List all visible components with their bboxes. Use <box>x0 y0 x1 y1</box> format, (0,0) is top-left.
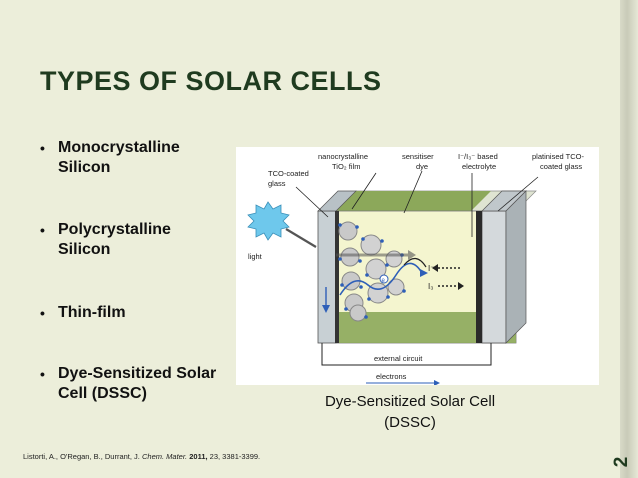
bullet-item: • Thin-film <box>40 303 248 323</box>
light-label: light <box>248 252 263 261</box>
dssc-diagram-svg: e I⁻ I₃ light TCO-coated glass <box>247 152 584 385</box>
bullet-item: • Monocrystalline Silicon <box>40 138 248 178</box>
slide-title: TYPES OF SOLAR CELLS <box>40 66 382 96</box>
electron-symbol: e <box>382 278 386 284</box>
bullet-item: • Dye-Sensitized Solar Cell (DSSC) <box>40 364 248 404</box>
electrolyte-label-2: electrolyte <box>462 162 496 171</box>
sun-icon <box>247 201 317 248</box>
bullet-line: Cell (DSSC) <box>58 385 147 402</box>
slide-side-bar <box>620 0 638 478</box>
bullet-line: Monocrystalline <box>58 139 180 156</box>
tio2-film-label: TiO₂ film <box>332 162 360 171</box>
diagram-caption: Dye-Sensitized Solar Cell (DSSC) <box>300 391 520 433</box>
electrons-label: electrons <box>376 372 407 381</box>
bullet-dot: • <box>40 140 45 156</box>
citation-journal: Chem. Mater. <box>141 452 188 461</box>
electrolyte-label: I⁻/I₃⁻ based <box>458 152 498 161</box>
bullet-line: Thin-film <box>58 304 126 321</box>
platinised-label-2: coated glass <box>540 162 582 171</box>
citation: Listorti, A., O'Regan, B., Durrant, J. C… <box>23 452 260 461</box>
caption-line: Dye-Sensitized Solar Cell <box>324 393 496 410</box>
bullet-line: Silicon <box>58 159 111 176</box>
tco-glass-label: TCO-coated <box>268 169 309 178</box>
sensitiser-label: sensitiser <box>402 152 434 161</box>
tio2-particles <box>338 221 405 322</box>
iodide-label: I⁻ <box>428 264 434 273</box>
bullet-dot: • <box>40 366 45 382</box>
bullet-item: • Polycrystalline Silicon <box>40 220 248 260</box>
bullet-line: Silicon <box>58 241 111 258</box>
bullet-line: Polycrystalline <box>58 221 171 238</box>
bullet-dot: • <box>40 222 45 238</box>
bullet-dot: • <box>40 305 45 321</box>
bullet-line: Dye-Sensitized Solar <box>58 365 217 382</box>
citation-authors: Listorti, A., O'Regan, B., Durrant, J. <box>23 452 142 461</box>
dye-label: dye <box>416 162 428 171</box>
nanocrystalline-label: nanocrystalline <box>318 152 368 161</box>
caption-line: (DSSC) <box>384 414 436 431</box>
dssc-diagram: e I⁻ I₃ light TCO-coated glass <box>236 147 599 385</box>
triiodide-label: I₃ <box>428 282 433 291</box>
platinised-label: platinised TCO- <box>532 152 584 161</box>
citation-pages: 23, 3381-3399. <box>207 452 261 461</box>
dye-molecules <box>338 223 406 319</box>
tco-glass-label-2: glass <box>268 179 286 188</box>
external-circuit-label: external circuit <box>374 354 423 363</box>
citation-year: 2011, <box>189 452 208 461</box>
page-number: 2 <box>611 456 632 468</box>
